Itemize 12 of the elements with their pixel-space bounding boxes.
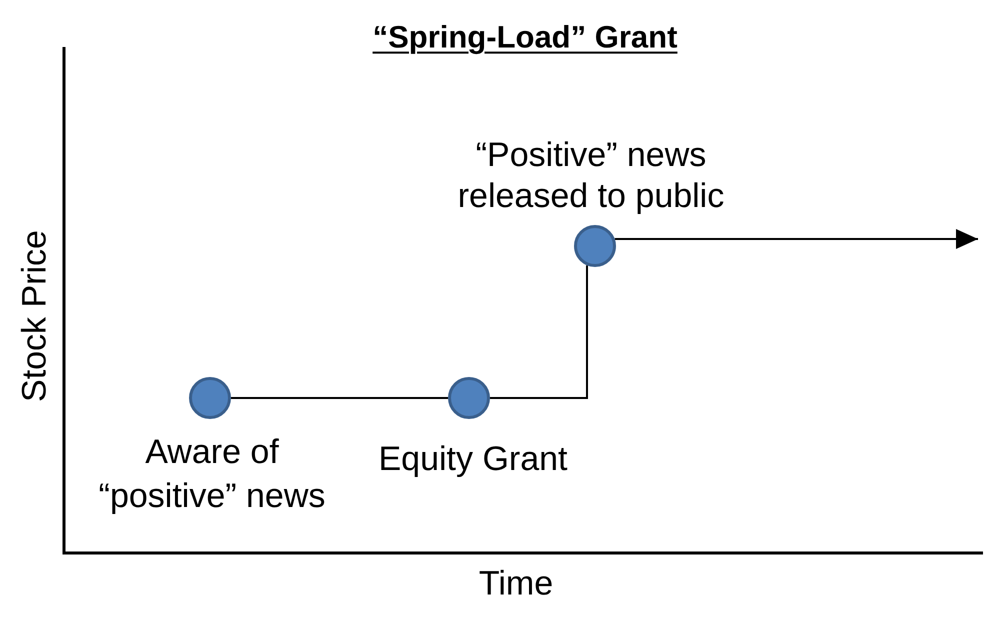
arrow xyxy=(614,229,978,249)
axis-title: Stock Price xyxy=(14,230,55,402)
connector-line xyxy=(490,265,588,399)
event-label: Equity Grant xyxy=(378,439,568,480)
event-label: “Positive” news released to public xyxy=(456,135,726,217)
event-dot-icon xyxy=(574,225,616,267)
event-label: Aware of “positive” news xyxy=(98,432,326,517)
diagram-title: “Spring-Load” Grant xyxy=(372,18,678,57)
connector-line xyxy=(231,397,448,399)
axis-title: Time xyxy=(478,564,554,604)
event-dot-icon xyxy=(448,377,490,419)
event-dot-icon xyxy=(189,377,231,419)
